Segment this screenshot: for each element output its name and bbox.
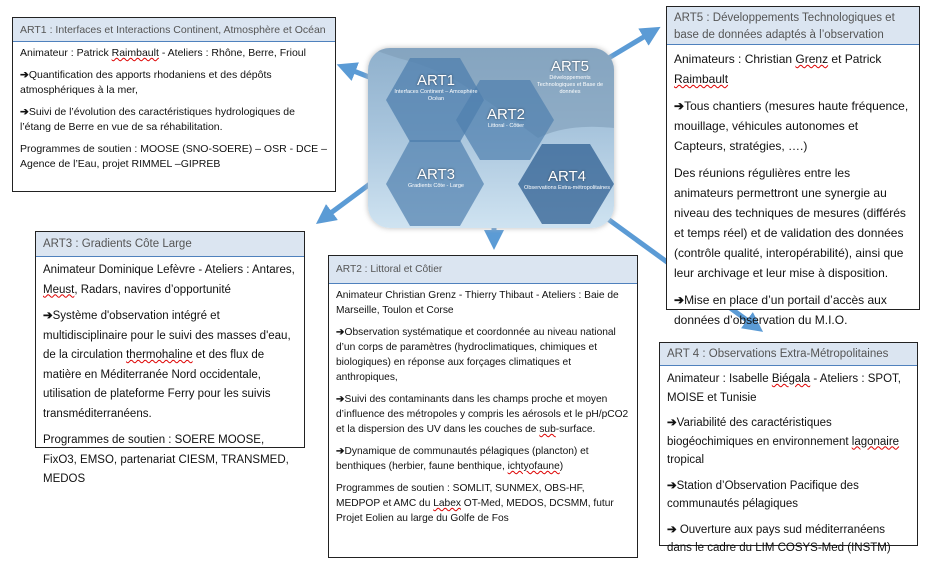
hex-label-art5: ART5 Développements Technologiques et Ba… <box>532 58 608 96</box>
art5-item: ➔Tous chantiers (mesures haute fréquence… <box>674 96 912 156</box>
art4-animateur: Animateur : Isabelle Biégala - Ateliers … <box>667 370 910 407</box>
text: Animateur Dominique Lefèvre - Ateliers :… <box>43 264 295 276</box>
text: Suivi des contaminants dans les champs p… <box>336 394 629 435</box>
art1-animateur: Animateur : Patrick Raimbault - Ateliers… <box>20 46 328 61</box>
hex-subtitle: Littoral - Côtier <box>487 123 525 129</box>
hex-title: ART3 <box>416 166 456 183</box>
text: Animateur : Patrick <box>20 47 112 59</box>
art5-header: ART5 : Développements Technologiques et … <box>667 7 919 45</box>
text: thermohaline <box>126 349 193 361</box>
hex-subtitle: Développements Technologiques et Base de… <box>536 75 604 95</box>
art2-item: ➔Dynamique de communautés pélagiques (pl… <box>336 444 630 474</box>
text: - Ateliers : Rhône, Berre, Frioul <box>158 47 306 59</box>
hex-title: ART4 <box>547 168 587 185</box>
text: Labex <box>433 498 461 509</box>
text: Tous chantiers (mesures haute fréquence,… <box>674 99 909 153</box>
text: sub <box>539 424 556 435</box>
art4-panel: ART 4 : Observations Extra-Métropolitain… <box>659 342 918 554</box>
hex-subtitle: Interfaces Continent – Amosphère Océan <box>394 89 478 102</box>
text: -surface. <box>555 424 596 435</box>
art4-item: ➔Variabilité des caractéristiques biogéo… <box>667 414 910 470</box>
hex-subtitle: Observations Extra-métropolitaines <box>524 185 610 191</box>
art5-panel: ART5 : Développements Technologiques et … <box>666 6 920 327</box>
text: Système d'observation intégré et multidi… <box>43 310 291 361</box>
text: Raimbault <box>674 72 729 86</box>
arrow-bullet-icon: ➔ <box>667 417 677 429</box>
hex-art4 <box>518 144 614 224</box>
hex-art2 <box>456 80 554 160</box>
art1-item: ➔Quantification des apports rhodaniens e… <box>20 68 328 98</box>
text: - Ateliers : SPOT, MOISE et Tunisie <box>667 373 901 404</box>
art3-animateur: Animateur Dominique Lefèvre - Ateliers :… <box>43 261 297 300</box>
text: lagonaire <box>851 435 900 448</box>
art2-item: ➔Observation systématique et coordonnée … <box>336 325 630 385</box>
text: Ouverture aux pays sud méditerranéens da… <box>667 523 891 555</box>
art4-item: ➔ Ouverture aux pays sud méditerranéens … <box>667 521 910 558</box>
art2-header: ART2 : Littoral et Côtier <box>329 256 637 284</box>
art2-programmes: Programmes de soutien : SOMLIT, SUNMEX, … <box>336 481 630 526</box>
art3-panel: ART3 : Gradients Côte Large Animateur Do… <box>35 231 305 485</box>
arrow-bullet-icon: ➔ <box>20 69 29 81</box>
text: Programmes de soutien : SOMLIT, SUNMEX, … <box>336 483 585 509</box>
art3-item: ➔Système d'observation intégré et multid… <box>43 307 297 424</box>
text: Animateur : Isabelle <box>667 373 772 385</box>
art4-item: ➔Station d’Observation Pacifique des com… <box>667 477 910 514</box>
art2-panel: ART2 : Littoral et Côtier Animateur Chri… <box>328 255 638 558</box>
hex-label-art2: ART2 Littoral - Côtier <box>458 106 554 130</box>
center-map-image: ART1 Interfaces Continent – Amosphère Oc… <box>368 48 614 228</box>
art2-animateur: Animateur Christian Grenz - Thierry Thib… <box>336 290 619 316</box>
text: tropical <box>667 454 705 466</box>
text: OT-Med, MEDOS, DCSMM, futur Projet Eolie… <box>336 498 614 524</box>
text: Dynamique de communautés pélagiques (pla… <box>336 446 589 472</box>
hex-title: ART2 <box>486 106 526 123</box>
art5-item: ➔Mise en place d’un portail d’accès aux … <box>674 290 912 330</box>
hex-label-art4: ART4 Observations Extra-métropolitaines <box>520 168 614 192</box>
text: et Patrick <box>828 52 882 66</box>
arrow-bullet-icon: ➔ <box>43 310 53 322</box>
arrow-bullet-icon: ➔ <box>674 293 685 307</box>
art5-paragraph: Des réunions régulières entre les animat… <box>674 166 906 280</box>
art1-item: ➔Suivi de l’évolution des caractéristiqu… <box>20 105 328 135</box>
arrow-bullet-icon: ➔ <box>20 106 29 118</box>
text: Biégala <box>771 373 811 385</box>
text: ) <box>559 461 564 472</box>
art3-programmes: Programmes de soutien : SOERE MOOSE, Fix… <box>43 434 289 485</box>
text: , Radars, navires d’opportunité <box>74 283 231 296</box>
art1-panel: ART1 : Interfaces et Interactions Contin… <box>12 17 336 192</box>
hex-label-art3: ART3 Gradients Côte - Large <box>388 166 484 190</box>
text: ichtyofaune <box>507 461 560 472</box>
text: Raimbault <box>111 47 159 59</box>
text: Variabilité des caractéristiques biogéoc… <box>667 417 852 448</box>
arrow-bullet-icon: ➔ <box>336 446 345 457</box>
art5-animateur: Animateurs : Christian Grenz et Patrick … <box>674 49 912 89</box>
art1-header: ART1 : Interfaces et Interactions Contin… <box>13 18 335 42</box>
text: Quantification des apports rhodaniens et… <box>20 69 272 96</box>
arrow-bullet-icon: ➔ <box>336 394 345 405</box>
hex-subtitle: Gradients Côte - Large <box>408 183 464 189</box>
arrow-bullet-icon: ➔ <box>667 479 677 492</box>
text: Suivi de l’évolution des caractéristique… <box>20 106 295 133</box>
text: Station d’Observation Pacifique des comm… <box>667 479 859 511</box>
art1-programmes: Programmes de soutien : MOOSE (SNO-SOERE… <box>20 143 327 170</box>
hex-label-art1: ART1 Interfaces Continent – Amosphère Oc… <box>388 72 484 103</box>
arrow-bullet-icon: ➔ <box>674 99 685 113</box>
hex-title: ART1 <box>416 72 456 89</box>
art3-header: ART3 : Gradients Côte Large <box>36 232 304 257</box>
hex-art3 <box>386 140 484 226</box>
text: Animateurs : Christian <box>674 52 796 66</box>
text: Mise en place d’un portail d’accès aux d… <box>674 293 887 327</box>
art4-header: ART 4 : Observations Extra-Métropolitain… <box>660 343 917 366</box>
arrow-bullet-icon: ➔ <box>336 327 345 338</box>
hex-title: ART5 <box>550 58 590 75</box>
text: et des flux de matière en Méditerranée N… <box>43 349 271 420</box>
art2-item: ➔Suivi des contaminants dans les champs … <box>336 392 630 437</box>
text: Grenz <box>795 52 829 66</box>
text: Observation systématique et coordonnée a… <box>336 327 616 383</box>
arrow-bullet-icon: ➔ <box>667 523 677 536</box>
text: Meust <box>43 283 75 296</box>
